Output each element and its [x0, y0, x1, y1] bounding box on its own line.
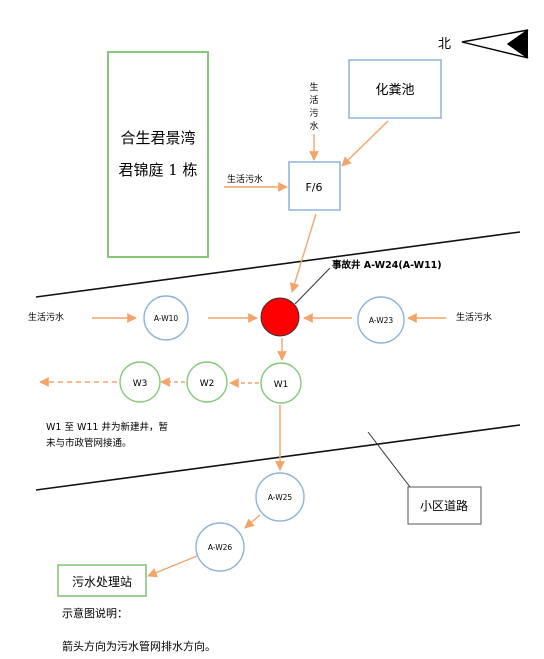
north-arrow-icon [461, 29, 529, 59]
arrow-f6-to-accident-well [289, 213, 317, 293]
septic-tank-label: 化粪池 [375, 83, 414, 98]
accident-well-circle [260, 297, 300, 337]
road-edge-upper [35, 231, 521, 298]
well-w3-label: W3 [133, 379, 148, 389]
note-line-1: W1 至 W11 井为新建井，暂 [46, 421, 168, 433]
well-w1 [260, 362, 302, 404]
building-box [107, 51, 209, 258]
legend-text: 箭头方向为污水管网排水方向。 [62, 639, 216, 653]
legend-title: 示意图说明： [62, 606, 128, 620]
treatment-station-box [57, 564, 147, 597]
sewage-label-left: 生活污水 [28, 311, 64, 323]
note-line-2: 未与市政管网接通。 [46, 437, 132, 449]
arrow-aw26-to-station [147, 555, 198, 578]
sewage-label-right: 生活污水 [456, 311, 492, 323]
arrow-septic-to-f6 [341, 120, 389, 167]
vertical-sewage-char-3: 污 [309, 107, 318, 119]
accident-well-leader [294, 267, 331, 305]
compass-label: 北 [438, 37, 451, 52]
vertical-sewage-char-4: 水 [309, 120, 318, 132]
road-edge-lower [35, 424, 521, 491]
septic-tank-box [348, 59, 442, 119]
building-name-line2: 君锦庭 1 栋 [118, 161, 197, 179]
road-label-text: 小区道路 [420, 498, 468, 513]
vertical-sewage-char-2: 活 [309, 94, 318, 106]
accident-well-label: 事故井 A-W24(A-W11) [332, 259, 442, 271]
well-aw26 [195, 522, 245, 572]
well-aw10-label: A-W10 [154, 314, 179, 323]
f6-label: F/6 [305, 181, 322, 194]
sewage-label-building: 生活污水 [227, 173, 263, 185]
well-w1-label: W1 [274, 380, 289, 390]
road-label-box [407, 486, 482, 525]
road-label-leader [367, 431, 411, 488]
well-aw25-label: A-W25 [268, 493, 293, 502]
well-aw23 [357, 296, 405, 344]
well-aw23-label: A-W23 [369, 316, 394, 325]
f6-box [288, 161, 341, 211]
well-w2-label: W2 [200, 379, 215, 389]
well-w3 [119, 361, 161, 403]
well-aw10 [143, 295, 189, 341]
building-name-line1: 合生君景湾 [120, 129, 195, 147]
well-w2 [186, 361, 228, 403]
vertical-sewage-char-1: 生 [309, 81, 318, 93]
arrow-aw25-to-aw26 [244, 514, 261, 529]
well-aw26-label: A-W26 [208, 543, 233, 552]
well-aw25 [255, 472, 305, 522]
treatment-station-label: 污水处理站 [72, 575, 132, 589]
